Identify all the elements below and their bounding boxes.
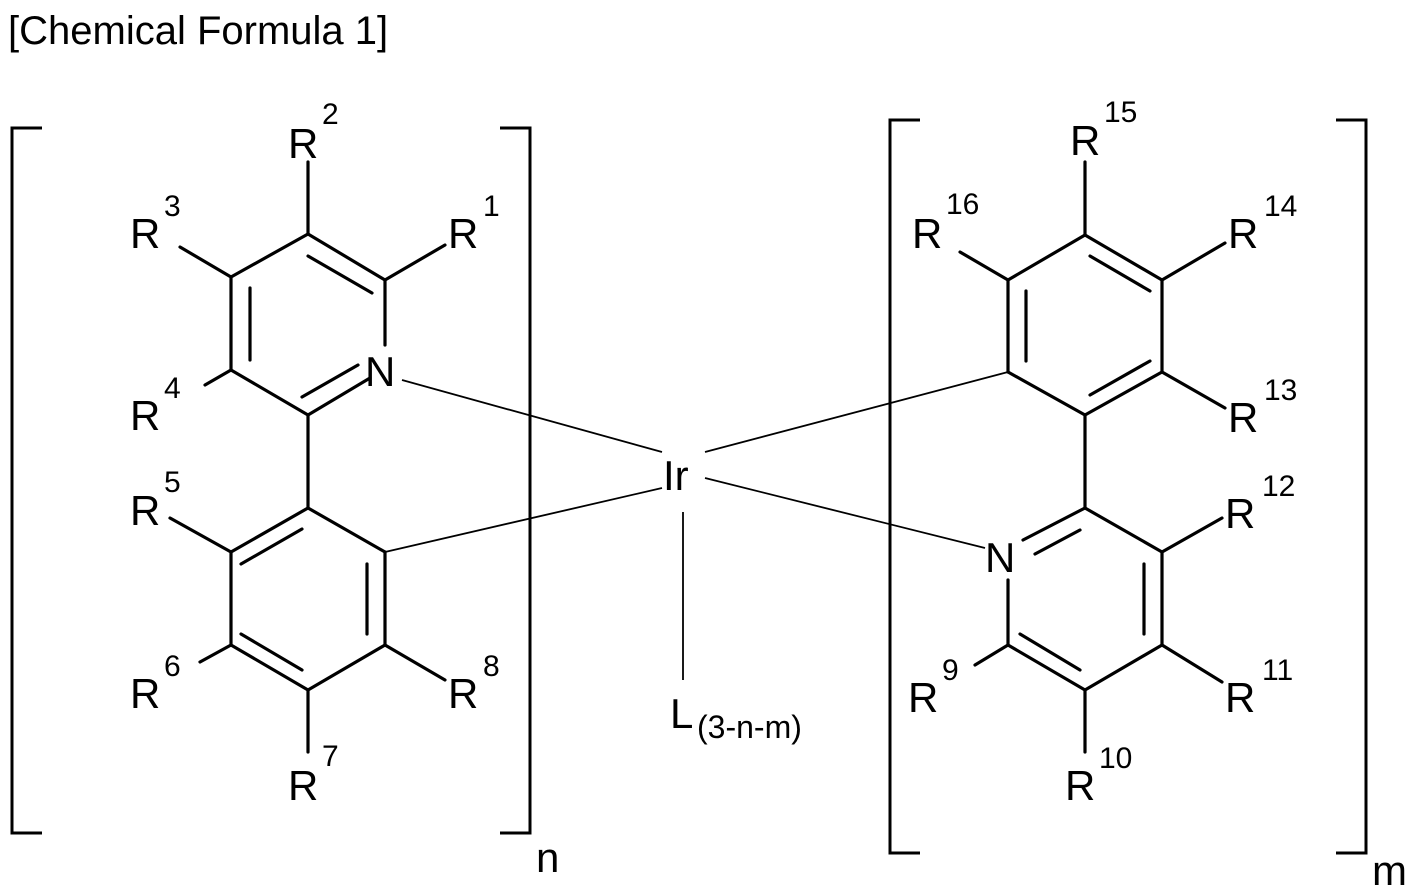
substituent-r2: R2	[288, 98, 339, 167]
svg-text:15: 15	[1104, 96, 1137, 129]
svg-text:R: R	[1228, 394, 1258, 441]
substituent-r15: R15	[1070, 96, 1137, 164]
right-nitrogen-label: N	[985, 534, 1015, 581]
figure-title: [Chemical Formula 1]	[8, 9, 388, 53]
left-phenyl-ring	[231, 508, 385, 690]
substituent-r3: R3	[130, 190, 181, 257]
right-phenyl-ring	[1008, 235, 1162, 415]
svg-text:R: R	[448, 670, 478, 717]
right-close-bracket	[1336, 120, 1366, 853]
svg-text:7: 7	[322, 740, 339, 773]
svg-text:6: 6	[164, 650, 181, 683]
svg-text:3: 3	[164, 190, 181, 223]
svg-text:R: R	[288, 120, 318, 167]
svg-text:R: R	[1070, 117, 1100, 164]
right-bracket-subscript: m	[1372, 847, 1407, 886]
ancillary-ligand-subscript: (3-n-m)	[697, 709, 802, 745]
right-pyridine-ring	[1008, 508, 1162, 690]
left-n-ir-bond	[402, 380, 662, 452]
svg-text:14: 14	[1264, 190, 1297, 223]
svg-text:R: R	[130, 210, 160, 257]
left-pyridine-ring	[231, 234, 385, 415]
svg-text:2: 2	[322, 98, 339, 131]
svg-text:13: 13	[1264, 374, 1297, 407]
svg-text:11: 11	[1262, 654, 1293, 687]
substituent-r10: R10	[1065, 742, 1132, 809]
iridium-label: Ir	[663, 452, 689, 499]
svg-text:R: R	[130, 392, 160, 439]
substituent-r8: R8	[448, 650, 500, 717]
left-nitrogen-label: N	[365, 348, 395, 395]
ancillary-ligand-label: L	[670, 690, 693, 737]
svg-text:5: 5	[164, 466, 181, 499]
svg-text:R: R	[1225, 490, 1255, 537]
substituent-r12: R12	[1225, 470, 1295, 537]
svg-text:R: R	[130, 487, 160, 534]
substituent-r14: R14	[1228, 190, 1297, 257]
substituent-r1: R1	[448, 190, 500, 257]
svg-text:R: R	[130, 670, 160, 717]
svg-text:9: 9	[942, 654, 959, 687]
svg-text:R: R	[1225, 674, 1255, 721]
svg-text:10: 10	[1099, 742, 1132, 775]
svg-text:R: R	[908, 674, 938, 721]
svg-text:R: R	[448, 210, 478, 257]
substituent-r5: R5	[130, 466, 181, 534]
svg-text:R: R	[1228, 210, 1258, 257]
left-close-bracket	[500, 128, 530, 833]
substituent-r9: R9	[908, 654, 959, 721]
substituent-r7: R7	[288, 740, 339, 809]
svg-text:R: R	[1065, 762, 1095, 809]
left-c-ir-bond	[385, 488, 662, 552]
left-bracket-subscript: n	[536, 834, 559, 881]
svg-text:8: 8	[483, 650, 500, 683]
left-open-bracket	[12, 128, 42, 833]
substituent-r4: R4	[130, 372, 181, 439]
substituent-r6: R6	[130, 650, 181, 717]
substituent-r11: R11	[1225, 654, 1293, 721]
svg-text:4: 4	[164, 372, 181, 405]
svg-text:R: R	[912, 210, 942, 257]
substituent-r13: R13	[1228, 374, 1297, 441]
right-n-ir-bond	[705, 478, 985, 548]
svg-text:12: 12	[1262, 470, 1295, 503]
substituent-r16: R16	[912, 188, 979, 257]
svg-text:R: R	[288, 762, 318, 809]
svg-text:16: 16	[946, 188, 979, 221]
right-c-ir-bond	[705, 372, 1008, 452]
svg-text:1: 1	[483, 190, 500, 223]
